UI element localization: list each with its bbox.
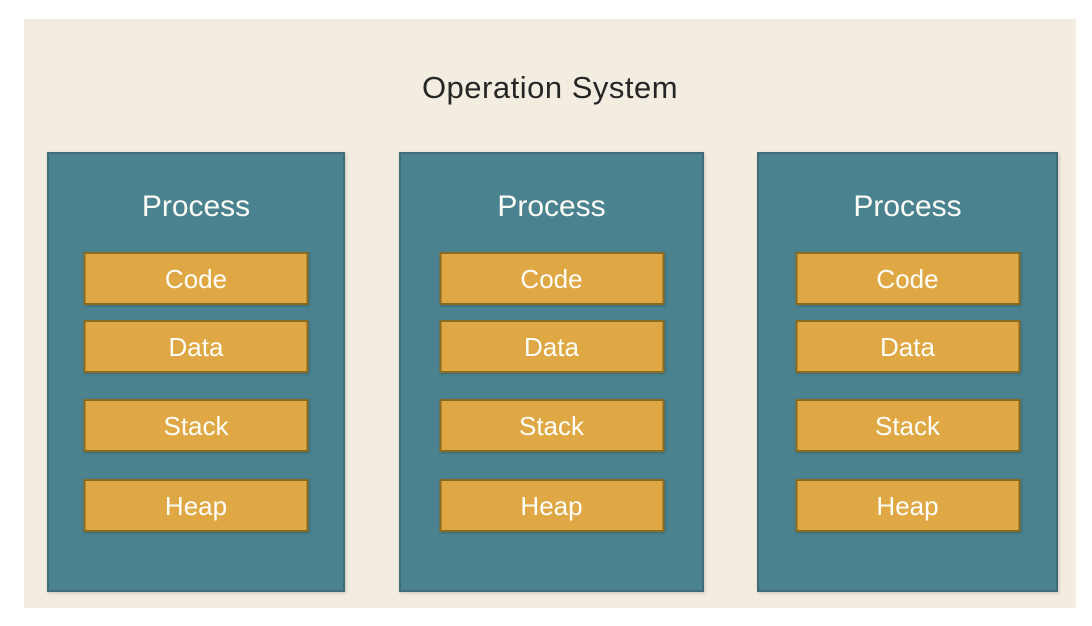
process-box-3: Process Code Data Stack Heap <box>757 152 1058 592</box>
segment-code: Code <box>795 252 1020 305</box>
segment-stack: Stack <box>83 399 309 452</box>
process-label: Process <box>497 190 606 223</box>
segment-code: Code <box>83 252 309 305</box>
segment-data: Data <box>83 320 309 373</box>
segment-heap: Heap <box>795 479 1020 532</box>
segment-heap: Heap <box>83 479 309 532</box>
segment-code: Code <box>439 252 664 305</box>
segment-data: Data <box>439 320 664 373</box>
diagram-title: Operation System <box>421 70 679 105</box>
process-box-1: Process Code Data Stack Heap <box>47 152 345 592</box>
segment-data: Data <box>795 320 1020 373</box>
process-label: Process <box>141 190 251 223</box>
segment-stack: Stack <box>795 399 1020 452</box>
slide-canvas: Operation System Process Code Data Stack… <box>24 19 1076 608</box>
segment-heap: Heap <box>439 479 664 532</box>
segment-stack: Stack <box>439 399 664 452</box>
process-box-2: Process Code Data Stack Heap <box>399 152 704 592</box>
process-label: Process <box>853 190 962 223</box>
